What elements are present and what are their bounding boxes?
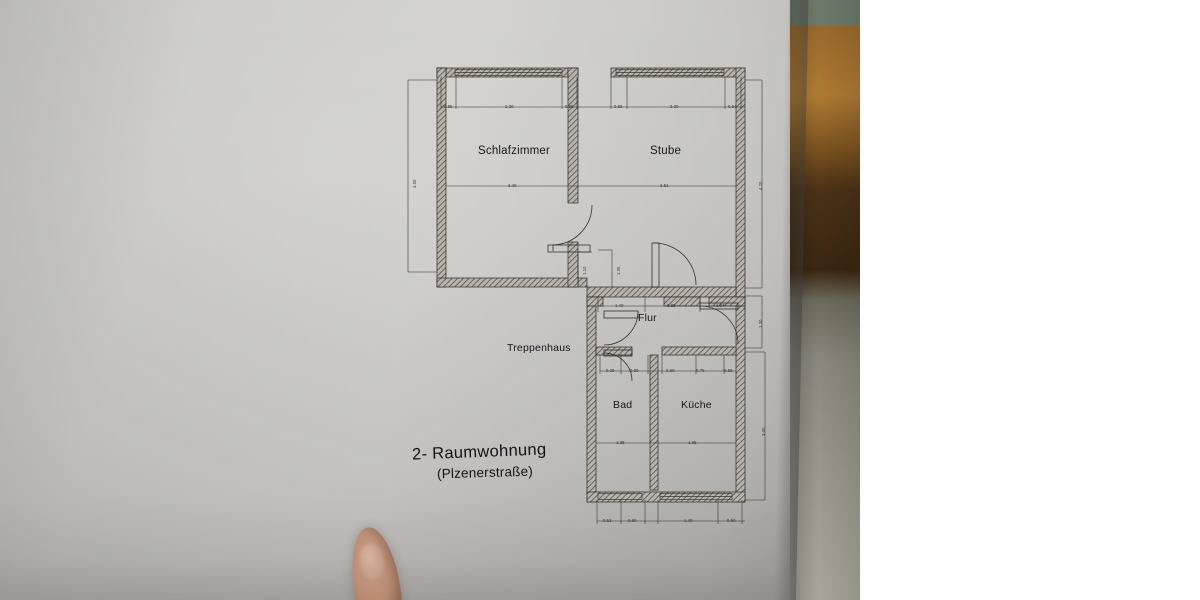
- dim-kueche-interior: 1.95: [688, 440, 697, 445]
- dim-right-vertical-bottom: 3.00: [761, 427, 766, 436]
- dim-door-flur: 1.06: [616, 266, 621, 275]
- room-label-schlafzimmer: Schlafzimmer: [478, 145, 551, 157]
- dim-bad-interior: 1.38: [616, 440, 625, 445]
- room-label-stube: Stube: [650, 145, 682, 157]
- dim-badkueche-2: 0.90: [630, 368, 639, 373]
- dim-flur-1: 1.40: [615, 303, 624, 308]
- dim-interior-schlafzimmer: 3.40: [508, 183, 517, 188]
- room-label-kueche: Küche: [681, 399, 712, 411]
- thumbnail: [357, 541, 387, 581]
- room-label-flur: Flur: [638, 312, 657, 324]
- dim-bottom-1: 0.53: [603, 518, 612, 523]
- dim-badkueche-1: 0.26: [606, 368, 615, 373]
- dim-bottom-2: 0.60: [628, 518, 637, 523]
- dim-flur-3: 1.07: [716, 303, 725, 308]
- dim-flur-2: 0.89: [667, 303, 676, 308]
- background-shading: [790, 0, 860, 600]
- dim-top-left-3: 0.55: [565, 104, 574, 109]
- annotation-treppenhaus: Treppenhaus: [507, 342, 571, 354]
- dim-bottom-3: 1.40: [684, 518, 693, 523]
- dim-top-right-1: 0.55: [614, 104, 623, 109]
- dim-top-right-3: 0.54: [728, 104, 737, 109]
- page-subtitle: (Plzenerstraße): [436, 463, 534, 482]
- dim-right-vertical-top: 4.20: [758, 181, 763, 190]
- dim-right-vertical-mid: 1.30: [758, 319, 763, 328]
- dim-top-left-1: 0.55: [444, 104, 453, 109]
- dim-badkueche-4: 0.75: [696, 368, 705, 373]
- dim-top-left-2: 2.30: [505, 104, 514, 109]
- dim-bottom-4: 0.50: [727, 518, 736, 523]
- dim-interior-stube: 3.51: [660, 183, 669, 188]
- room-label-bad: Bad: [613, 399, 633, 411]
- paper-sheet: [0, 0, 840, 600]
- dim-badkueche-3: 0.60: [666, 368, 675, 373]
- wooden-surface-background: [790, 0, 860, 600]
- dim-top-right-2: 2.30: [670, 104, 679, 109]
- dim-door-schlafzimmer: 1.10: [582, 266, 587, 275]
- dim-left-vertical: 4.00: [412, 179, 417, 188]
- dim-badkueche-5: 0.58: [724, 368, 733, 373]
